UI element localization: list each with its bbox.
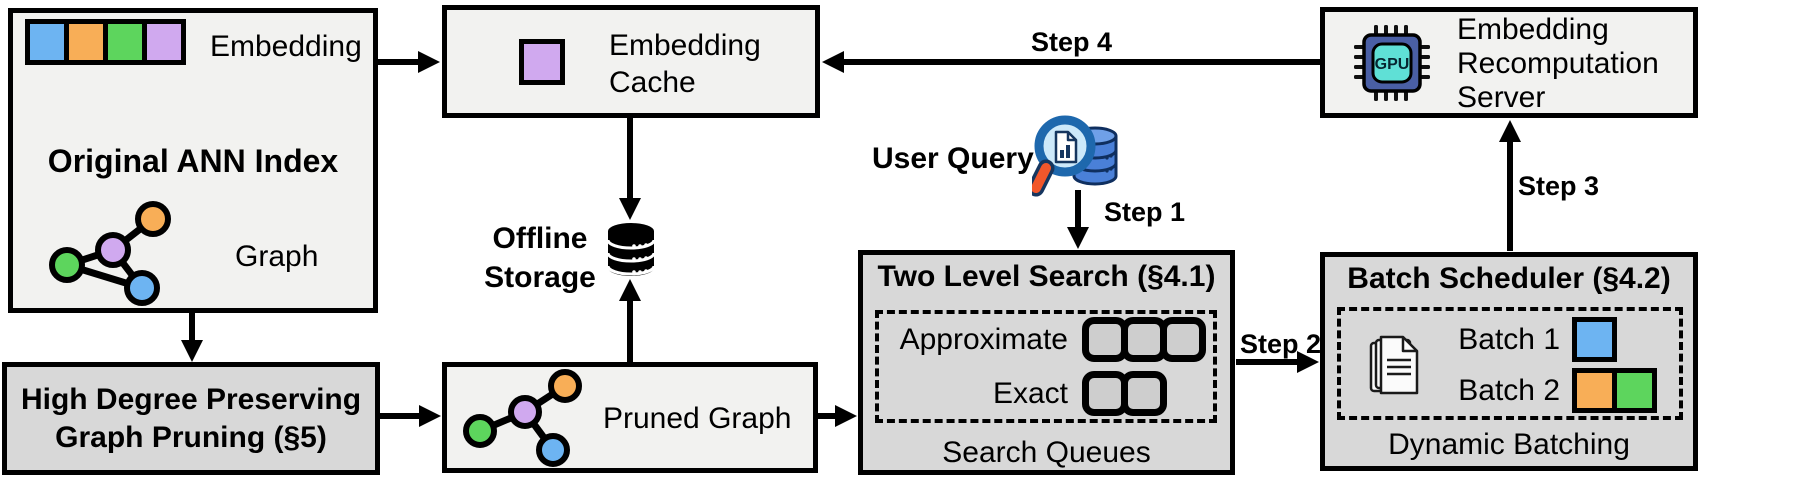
embedding-cache-title: Embedding Cache [609,29,761,99]
user-query-label: User Query [872,142,1034,175]
offline-storage-database-icon [606,223,656,276]
arrow-index-to-cache [376,51,440,73]
batch-scheduler-title: Batch Scheduler (§4.2) [1347,262,1671,295]
recomputation-server-box: GPU Embedding Recomputation Server [1320,7,1698,118]
dynamic-batching-dashed-panel [1337,307,1683,420]
search-queues-dashed-panel [875,310,1217,423]
batch1-row: Batch 1 [1455,317,1617,362]
two-level-search-box: Two Level Search (§4.1) Approximate Exac… [858,250,1235,475]
embedding-cache-box: Embedding Cache [442,5,820,118]
step4-label: Step 4 [1031,27,1113,57]
batch1-squares [1572,317,1617,362]
batch1-label: Batch 1 [1458,322,1560,356]
arrow-pruned-graph-to-search [816,405,857,427]
recomputation-server-title: Embedding Recomputation Server [1457,13,1659,114]
original-graph-icon [49,201,171,306]
user-query-icon [1032,115,1118,197]
original-ann-index-title: Original ANN Index [47,143,339,179]
offline-storage-label: Offline Storage [484,222,596,294]
arrow-pruning-to-pruned-graph [378,405,441,427]
exact-label: Exact [992,376,1068,410]
step2-label: Step 2 [1240,329,1322,359]
approximate-queue-row: Approximate [888,317,1206,362]
embedding-cell [103,19,147,65]
batch2-row: Batch 2 [1455,368,1657,413]
cached-embedding-icon [519,39,565,85]
exact-queues [1082,371,1167,416]
pruned-graph-box: Pruned Graph [442,362,818,473]
pruned-graph-label: Pruned Graph [603,402,792,435]
embedding-cell [142,19,186,65]
queue-slot [1160,317,1206,362]
two-level-search-title: Two Level Search (§4.1) [877,260,1216,293]
arrow-cache-to-storage [619,115,641,220]
batch-embedding-cell [1612,368,1657,413]
gpu-chip-label: GPU [1375,56,1410,73]
step1-label: Step 1 [1104,197,1186,227]
approximate-queues [1082,317,1206,362]
arrow-pruned-graph-to-storage [619,279,641,364]
queue-slot [1121,371,1167,416]
batch-embedding-cell [1572,317,1617,362]
dynamic-batching-caption: Dynamic Batching [1388,428,1630,461]
embedding-cell [25,19,69,65]
embedding-cell [64,19,108,65]
step3-label: Step 3 [1518,171,1600,201]
graph-pruning-title: High Degree Preserving Graph Pruning (§5… [20,382,362,454]
graph-pruning-box: High Degree Preserving Graph Pruning (§5… [2,362,380,475]
search-queues-caption: Search Queues [942,436,1151,469]
pruned-graph-icon [463,369,582,467]
graph-label: Graph [235,240,319,273]
embedding-label: Embedding [210,30,362,63]
batch2-label: Batch 2 [1458,373,1560,407]
documents-icon [1369,335,1419,395]
gpu-chip-icon: GPU [1354,25,1430,101]
magnifier-icon [1032,115,1096,197]
batch2-squares [1572,368,1657,413]
batch-embedding-cell [1572,368,1617,413]
exact-queue-row: Exact [888,371,1167,416]
embedding-vector-strip [25,19,186,65]
approximate-label: Approximate [899,322,1068,356]
arrow-index-to-pruning [181,311,203,362]
batch-scheduler-box: Batch Scheduler (§4.2) Batch 1 Batch 2 D… [1320,252,1698,471]
original-ann-index-box: Embedding Original ANN Index Graph [8,8,378,313]
